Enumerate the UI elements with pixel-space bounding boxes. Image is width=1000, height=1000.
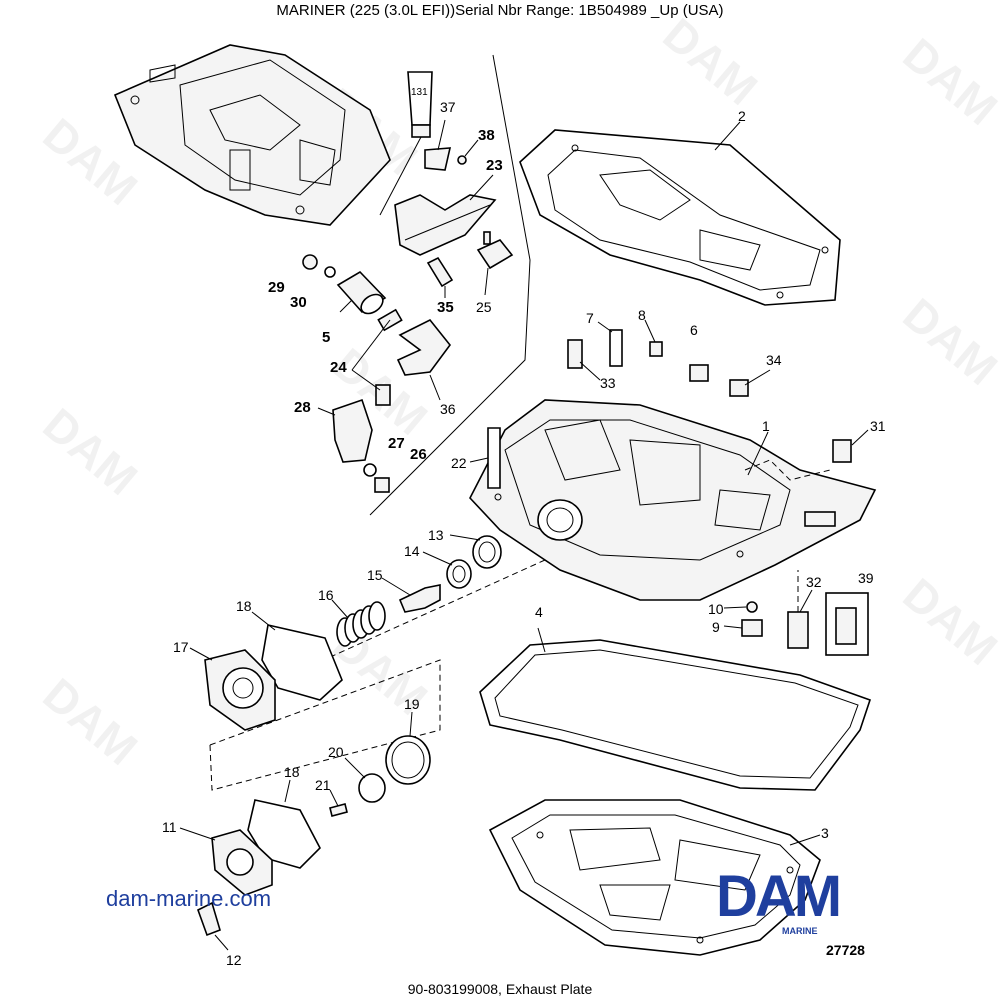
elbow-assembly	[394, 194, 497, 256]
callout-29: 29	[268, 279, 285, 296]
callout-13: 13	[428, 527, 444, 543]
separator-line	[369, 54, 531, 516]
stud	[567, 339, 583, 369]
screw	[329, 803, 348, 817]
washer	[746, 601, 758, 613]
seal	[446, 559, 472, 589]
anode	[787, 611, 809, 649]
callout-27: 27	[388, 435, 405, 452]
callout-14: 14	[404, 543, 420, 559]
bolt	[197, 901, 221, 937]
clip	[424, 147, 452, 171]
hose-fitting	[336, 270, 387, 315]
exhaust-plate	[469, 399, 877, 601]
exhaust-plate-bottom	[488, 799, 821, 956]
watermark: DAM	[34, 668, 148, 775]
diaphragm	[385, 735, 431, 785]
callout-18-top: 18	[236, 598, 252, 614]
grommet	[741, 619, 763, 637]
watermark: DAM	[654, 8, 768, 115]
callout-21: 21	[315, 777, 331, 793]
callout-30: 30	[290, 294, 307, 311]
callout-11: 11	[162, 819, 177, 835]
callout-3: 3	[821, 825, 829, 841]
callout-35: 35	[437, 299, 454, 316]
callout-10: 10	[708, 601, 724, 617]
figure-number: 27728	[826, 942, 865, 958]
logo-text: DAM	[716, 868, 839, 929]
valve-cover	[211, 829, 273, 896]
elbow	[332, 398, 373, 463]
plug	[689, 364, 709, 382]
callout-28: 28	[294, 399, 311, 416]
anode	[835, 607, 857, 645]
gasket	[247, 799, 321, 869]
seal	[472, 535, 502, 569]
diagram-footer: 90-803199008, Exhaust Plate	[407, 981, 593, 997]
callout-6: 6	[690, 322, 698, 338]
sealant-tube: 131	[407, 71, 433, 138]
watermark: DAM	[894, 568, 1000, 675]
cap	[374, 477, 390, 493]
spring	[336, 601, 386, 647]
valve-cover	[204, 649, 276, 731]
callout-37: 37	[440, 99, 456, 115]
callout-2: 2	[738, 108, 746, 124]
callout-labels: 37 38 23 2 29 30 35 25 5 7 8 6 34 33 24 …	[162, 99, 886, 968]
callout-32: 32	[806, 574, 822, 590]
sleeve	[832, 439, 852, 463]
poppet-valve	[398, 584, 441, 613]
watermark: DAM	[894, 288, 1000, 395]
callout-25: 25	[476, 299, 492, 315]
gasket-seal	[479, 639, 872, 791]
bolt	[487, 427, 501, 489]
adapter-plate-housing	[113, 44, 391, 226]
o-ring	[324, 266, 336, 278]
callout-16: 16	[318, 587, 334, 603]
callout-12: 12	[226, 952, 242, 968]
washer	[358, 773, 386, 803]
gasket-top	[519, 129, 841, 306]
callout-33: 33	[600, 375, 616, 391]
dam-marine-logo: DAM MARINE	[716, 868, 842, 936]
clamp	[375, 384, 391, 406]
callout-23: 23	[486, 157, 503, 174]
callout-22: 22	[451, 455, 467, 471]
nut	[649, 341, 663, 357]
callout-17: 17	[173, 639, 189, 655]
callout-34: 34	[766, 352, 782, 368]
callout-18-bottom: 18	[284, 764, 300, 780]
callout-9: 9	[712, 619, 720, 635]
callout-38: 38	[478, 127, 495, 144]
callout-4: 4	[535, 604, 543, 620]
callout-24: 24	[330, 359, 347, 376]
callout-20: 20	[328, 744, 344, 760]
impeller	[302, 254, 318, 270]
callout-39: 39	[858, 570, 874, 586]
fitting	[476, 231, 514, 270]
callout-5: 5	[322, 329, 330, 346]
callout-31: 31	[870, 418, 886, 434]
website-link[interactable]: dam-marine.com	[106, 886, 272, 911]
watermark: DAM	[34, 398, 148, 505]
callout-19: 19	[404, 696, 420, 712]
callout-1: 1	[762, 418, 770, 434]
screw	[457, 155, 467, 165]
logo-subtext: MARINE	[782, 926, 818, 936]
hose	[426, 256, 454, 288]
callout-26: 26	[410, 446, 427, 463]
callout-36: 36	[440, 401, 456, 417]
hose-elbow	[396, 318, 452, 376]
bolt	[609, 329, 623, 367]
diagram-title: MARINER (225 (3.0L EFI))Serial Nbr Range…	[276, 2, 724, 19]
o-ring	[363, 463, 377, 477]
plug	[729, 379, 749, 397]
gasket	[261, 624, 343, 701]
callout-15: 15	[367, 567, 383, 583]
watermark: DAM	[894, 28, 1000, 135]
callout-7: 7	[586, 310, 594, 326]
callout-8: 8	[638, 307, 646, 323]
callout-131: 131	[411, 87, 428, 98]
